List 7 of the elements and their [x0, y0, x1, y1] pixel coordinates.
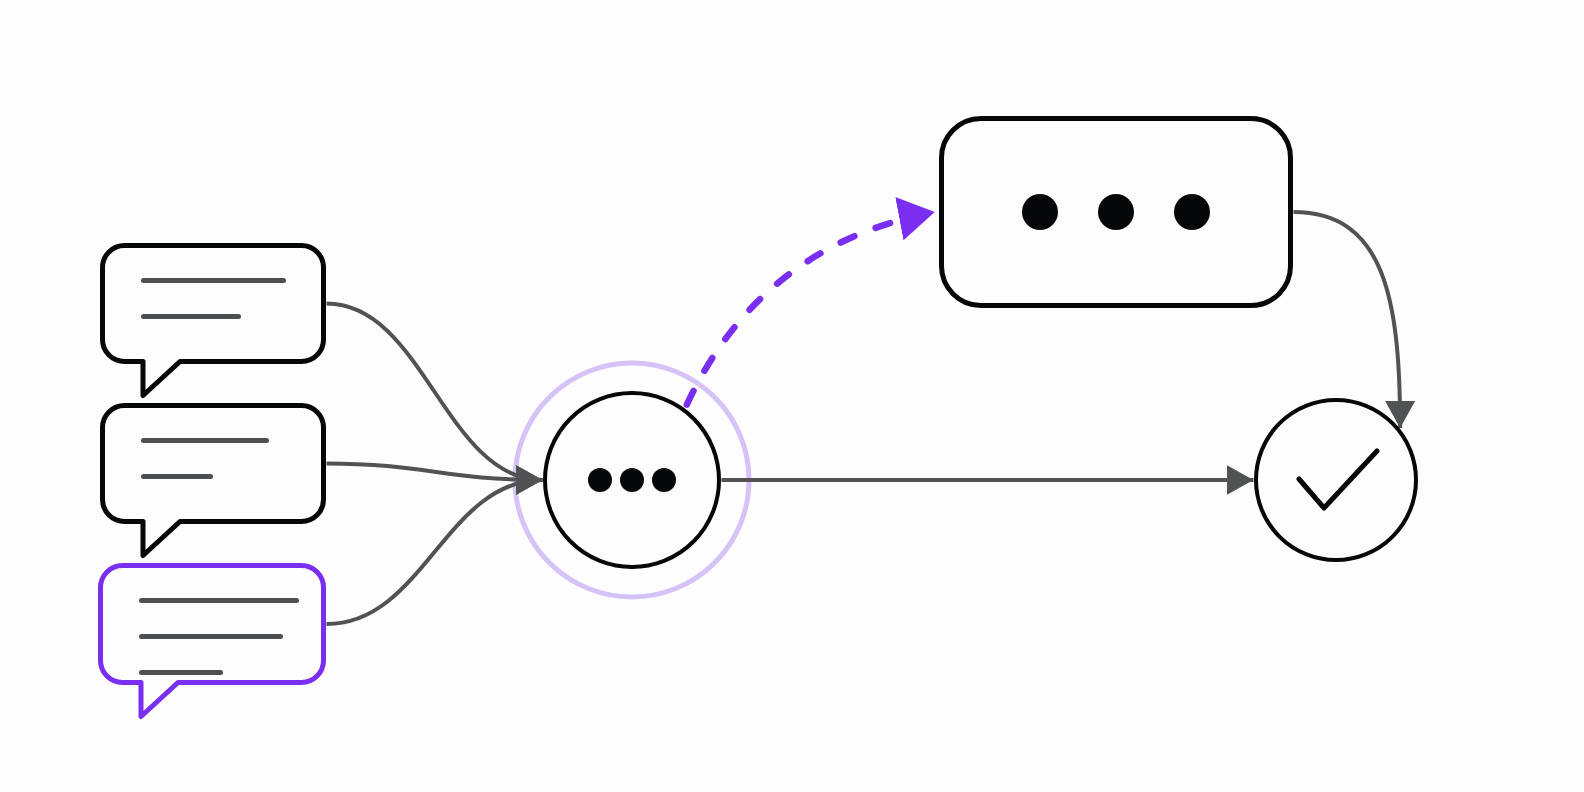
connector-arrow — [1293, 210, 1415, 429]
connector-arrow — [326, 468, 543, 626]
speech-bubble — [100, 243, 326, 398]
rounded-box — [939, 116, 1293, 308]
connector-arrow — [721, 465, 1254, 495]
speech-bubble — [100, 403, 326, 558]
speech-bubble — [98, 563, 326, 719]
